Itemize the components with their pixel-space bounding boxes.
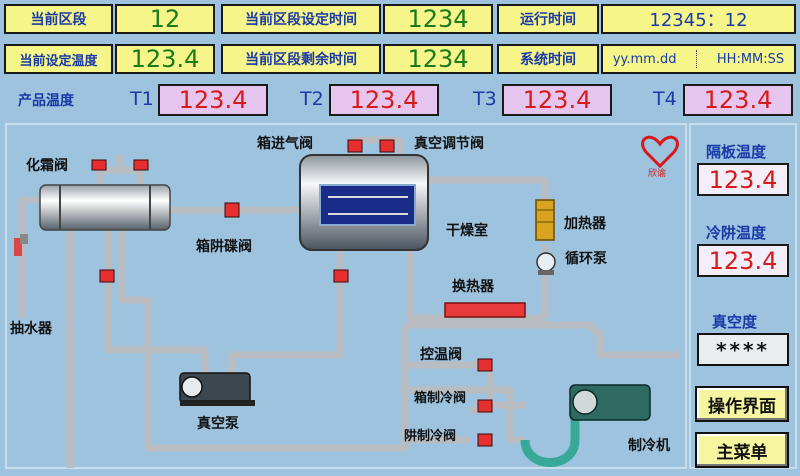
segment-set-time-value: 1234 [383,4,493,34]
vacuum-label: 真空度 [712,313,758,331]
label-chamber-in-valve: 箱进气阀 [257,136,313,152]
cold-trap-temp-label: 冷阱温度 [706,224,767,242]
main-menu-button[interactable]: 主菜单 [695,432,789,468]
label-chamber-cool-valve: 箱制冷阀 [414,391,467,406]
vacuum-pump-unit [179,372,255,406]
t2-label: T2 [300,88,324,110]
segment-remain-label: 当前区段剩余时间 [221,44,381,74]
label-circ-pump: 循环泵 [565,251,607,267]
drain-valve [14,238,22,256]
shelf-temp-value: 123.4 [697,163,789,196]
label-defrost-valve: 化霜阀 [26,158,68,174]
cold-trap-temp-value: 123.4 [697,244,789,277]
segment-value: 12 [115,4,215,34]
label-refrigerator: 制冷机 [628,438,670,454]
run-time-value: 12345：12 [601,4,796,34]
system-time-label: 系统时间 [497,44,599,74]
segment-label: 当前区段 [4,4,113,34]
t1-value: 123.4 [158,84,268,116]
label-trap-cool-valve: 阱制冷阀 [404,429,457,444]
drying-chamber-drum [299,154,429,251]
t3-value: 123.4 [502,84,612,116]
run-time-label: 运行时间 [497,4,599,34]
set-temp-value: 123.4 [115,44,215,74]
system-date: yy.mm.dd [612,51,677,67]
t2-value: 123.4 [329,84,439,116]
set-temp-label: 当前设定温度 [4,44,113,74]
circulation-pump [536,252,556,275]
label-vac-reg-valve: 真空调节阀 [414,136,484,152]
status-panel-frame [689,123,797,469]
t1-label: T1 [130,88,154,110]
valve-set [91,139,493,447]
logo-heart-icon [641,135,679,169]
vacuum-value: **** [697,333,789,366]
label-vacuum-pump: 真空泵 [197,416,239,432]
label-chamber-trap-valve: 箱阱碟阀 [196,239,252,255]
t4-value: 123.4 [683,84,793,116]
segment-remain-value: 1234 [383,44,493,74]
system-time-value: yy.mm.dd HH:MM:SS [601,44,796,74]
shelf-temp-label: 隔板温度 [706,143,767,161]
operation-screen-button[interactable]: 操作界面 [695,386,789,422]
refrigerator-unit [520,384,651,467]
heat-exchanger-unit [444,302,526,318]
diagram-frame [5,123,687,469]
drain-handle [20,234,28,244]
label-drain: 抽水器 [10,321,52,337]
label-heat-exchanger: 换热器 [452,279,494,295]
pipe-network [18,136,680,468]
cold-trap-tank [39,184,171,231]
logo-text: 欣谕 [648,169,667,179]
label-heater: 加热器 [564,216,606,232]
label-temp-ctrl-valve: 控温阀 [420,347,462,363]
label-dry-chamber: 干燥室 [446,223,488,239]
segment-set-time-label: 当前区段设定时间 [221,4,381,34]
heater-unit [535,199,555,241]
t3-label: T3 [473,88,497,110]
t4-label: T4 [653,88,677,110]
product-temp-label: 产品温度 [18,93,74,109]
system-clock: HH:MM:SS [716,51,785,67]
